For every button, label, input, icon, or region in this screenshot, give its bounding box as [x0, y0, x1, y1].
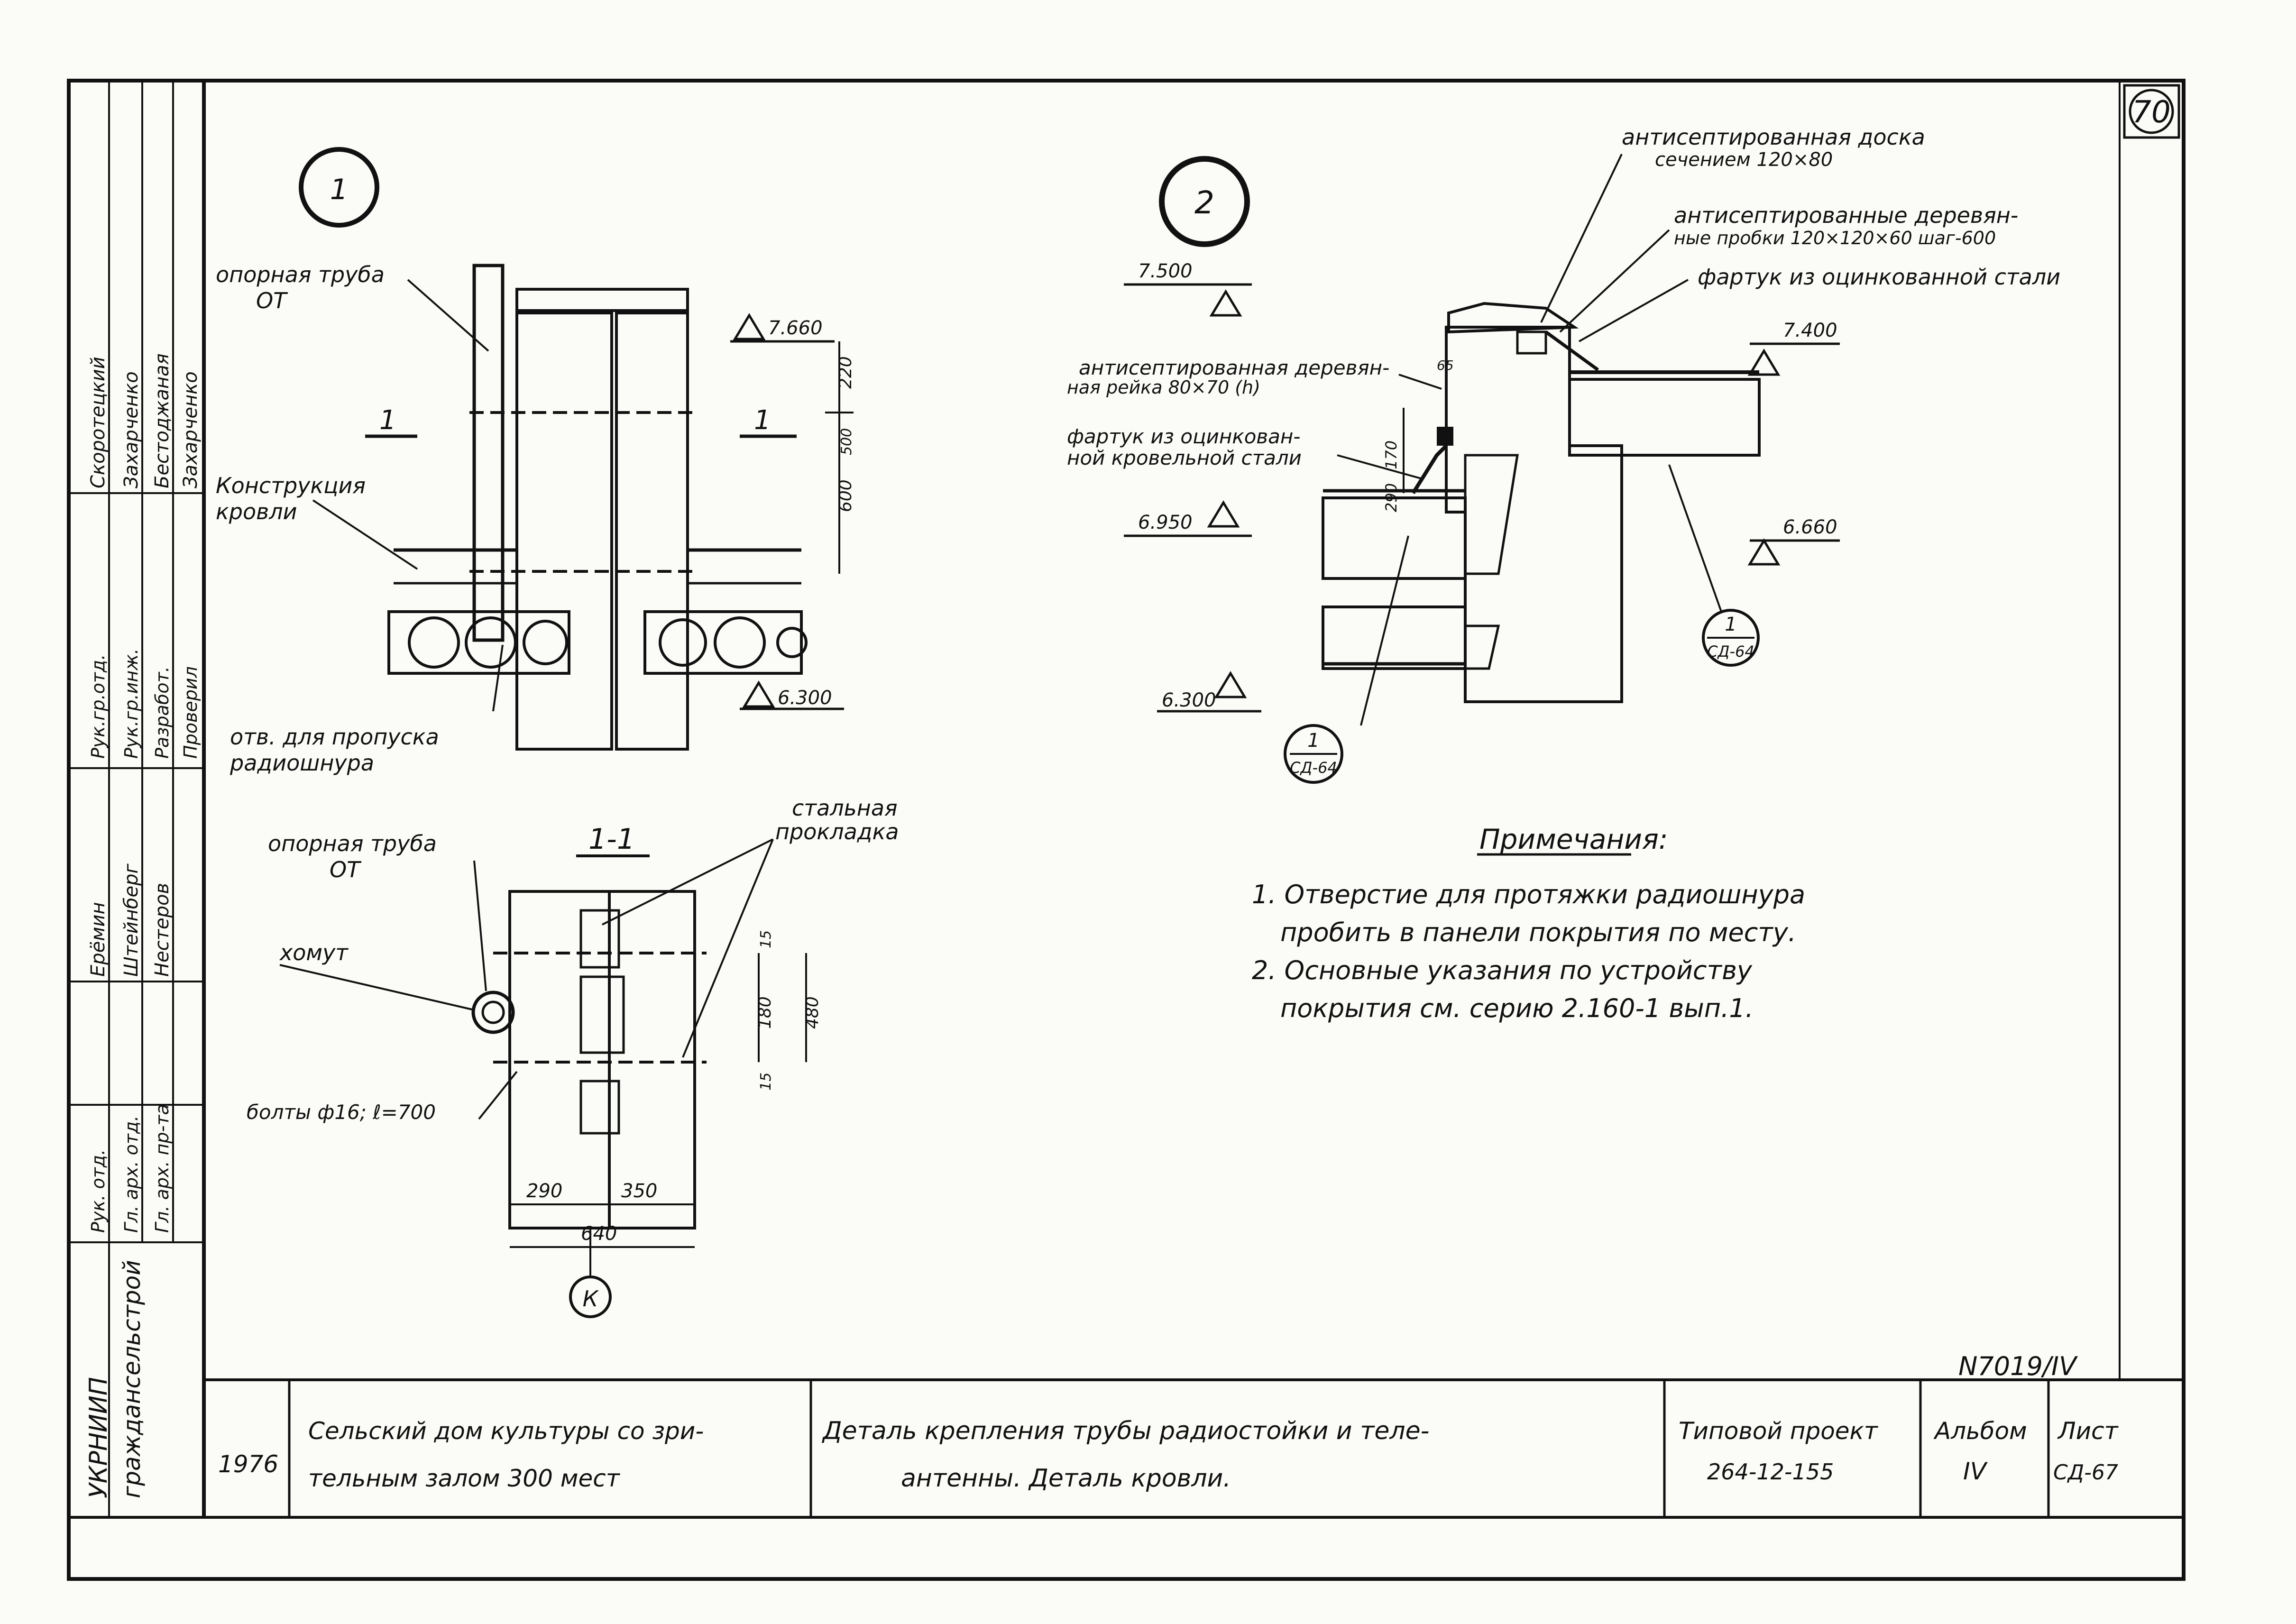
- sheet-number-badge: 70: [2123, 84, 2180, 139]
- d1-pipe-label: опорная труба: [216, 262, 385, 287]
- side-r1c2: Ерёмин: [87, 902, 109, 977]
- side-r1c3: Рук.гр.отд.: [88, 654, 109, 759]
- side-r4c3: Проверил: [180, 666, 201, 759]
- s11-axis-label: К: [583, 1286, 599, 1312]
- d1-elev-bottom: 6.300: [778, 687, 832, 709]
- d2-elev-1: 7.500: [1138, 260, 1193, 282]
- detail-2: 2 антисептированная доска сечением 120×8…: [1067, 124, 2060, 784]
- stamp-project-label: Типовой проект: [1679, 1417, 1879, 1445]
- d2-board-label: антисептированная доска: [1622, 124, 1925, 150]
- s11-pipe-sub: ОТ: [330, 857, 362, 882]
- s11-dim-640: 640: [581, 1223, 617, 1245]
- s11-dim-15b: 15: [758, 1073, 774, 1091]
- note-line-4: покрытия см. серию 2.160-1 вып.1.: [1280, 993, 1754, 1023]
- stamp-title-1: Деталь крепления трубы радиостойки и тел…: [822, 1417, 1429, 1445]
- stamp-object-1: Сельский дом культуры со зри-: [308, 1417, 704, 1445]
- side-r4c4: Захарченко: [180, 371, 202, 488]
- d2-ref-2-sheet: СД-64: [1290, 759, 1337, 777]
- sheet-frame: [67, 79, 2186, 1581]
- stamp-title-2: антенны. Деталь кровли.: [901, 1464, 1231, 1493]
- d2-apron-label: фартук из оцинкован-: [1067, 425, 1301, 448]
- d2-ref-1-sheet: СД-64: [1707, 642, 1754, 661]
- detail-1-marker: 1: [330, 173, 348, 206]
- d1-dim-2: 600: [836, 479, 855, 512]
- note-line-2: пробить в панели покрытия по месту.: [1280, 918, 1796, 947]
- d2-rail-label: антисептированная деревян-: [1079, 356, 1389, 379]
- stamp-org-sub: гражданcельстрой: [118, 1260, 146, 1498]
- d2-plugs-sub: ные пробки 120×120×60 шаг-600: [1674, 228, 1996, 248]
- s11-steel-label: стальная: [792, 795, 898, 821]
- d2-ref-2-num: 1: [1307, 730, 1319, 752]
- d1-elev-top: 7.660: [768, 317, 823, 339]
- notes-title: Примечания:: [1479, 823, 1668, 855]
- d1-dim-3: 500: [838, 428, 855, 455]
- d1-section-mark-left: 1: [379, 405, 396, 436]
- side-r2c3: Рук.гр.инж.: [121, 649, 142, 759]
- doc-number: N7019/IV: [1958, 1351, 2078, 1381]
- s11-pipe-label: опорная труба: [268, 831, 437, 856]
- stamp-year: 1976: [218, 1450, 278, 1478]
- d1-hole-sub: радиошнура: [230, 750, 374, 776]
- stamp-album-label: Альбом: [1933, 1417, 2027, 1445]
- d2-dim-65: 65: [1437, 358, 1454, 373]
- s11-dim-180: 180: [755, 996, 775, 1029]
- side-r3c4: Бестоджаная: [151, 353, 173, 488]
- d1-roof-sub: кровли: [216, 499, 297, 524]
- d2-dim-170: 170: [1382, 440, 1400, 469]
- sheet-number: 70: [2132, 95, 2170, 130]
- side-r2c2: Штейнберг: [120, 863, 142, 977]
- d1-pipe-sub: ОТ: [256, 288, 288, 313]
- d1-dim-1: 220: [836, 356, 855, 389]
- s11-steel-sub: прокладка: [775, 819, 899, 844]
- note-line-1: 1. Отверстие для протяжки радиошнура: [1252, 880, 1805, 909]
- d2-dim-290: 290: [1382, 483, 1400, 512]
- note-line-3: 2. Основные указания по устройству: [1252, 955, 1753, 985]
- s11-bolts-label: болты ф16; ℓ=700: [247, 1101, 436, 1124]
- s11-dim-350: 350: [621, 1180, 657, 1202]
- detail-1: 1 опорная труба ОТ Конструкция кровли: [216, 147, 855, 776]
- s11-dim-290: 290: [526, 1180, 562, 1202]
- d2-ref-1-num: 1: [1725, 614, 1736, 635]
- side-r2c4: Захарченко: [120, 371, 142, 488]
- stamp-sheet-value: СД-67: [2053, 1460, 2118, 1485]
- side-r2c1: Гл. арх. отд.: [121, 1116, 142, 1233]
- stamp-album-value: IV: [1963, 1458, 1988, 1485]
- stamp-project-number: 264-12-155: [1707, 1459, 1834, 1485]
- notes: Примечания: 1. Отверстие для протяжки ра…: [1252, 823, 1805, 1023]
- d1-roof-label: Конструкция: [216, 473, 366, 498]
- side-r3c3: Разработ.: [152, 666, 173, 759]
- title-block: 1976 Сельский дом культуры со зри- тельн…: [218, 1380, 2119, 1517]
- stamp-sheet-label: Лист: [2057, 1417, 2119, 1445]
- d1-section-mark-right: 1: [754, 405, 771, 436]
- section-1-1-title: 1-1: [588, 823, 635, 856]
- d2-board-sub: сечением 120×80: [1655, 149, 1833, 171]
- detail-2-marker: 2: [1194, 184, 1214, 221]
- s11-dim-480: 480: [803, 996, 822, 1029]
- side-r3c1: Гл. арх. пр-та: [152, 1104, 173, 1233]
- section-1-1: 1-1 опорная труба ОТ хомут болты ф16; ℓ=…: [247, 795, 899, 1318]
- d2-elev-5: 6.300: [1162, 689, 1216, 711]
- d2-apron-sub: ной кровельной стали: [1067, 446, 1302, 469]
- d2-plugs-label: антисептированные деревян-: [1674, 202, 2018, 228]
- side-r3c2: Нестеров: [151, 883, 173, 977]
- d2-apron-top-label: фартук из оцинкованной стали: [1698, 264, 2060, 290]
- d2-elev-3: 6.950: [1138, 512, 1193, 533]
- d2-rail-sub: ная рейка 80×70 (h): [1067, 377, 1260, 398]
- side-stamp: УКРНИИП гражданcельстрой Рук. отд. Гл. а…: [69, 81, 204, 1517]
- s11-dim-15a: 15: [758, 930, 774, 948]
- d1-hole-label: отв. для пропуска: [230, 724, 439, 750]
- side-r1c1: Рук. отд.: [88, 1149, 109, 1233]
- d2-elev-2: 7.400: [1783, 320, 1837, 341]
- stamp-org: УКРНИИП: [84, 1377, 113, 1498]
- side-r1c4: Скоротецкий: [87, 357, 109, 488]
- d2-elev-4: 6.660: [1783, 516, 1837, 538]
- s11-clamp-label: хомут: [279, 940, 349, 965]
- stamp-object-2: тельным залом 300 мест: [308, 1465, 621, 1492]
